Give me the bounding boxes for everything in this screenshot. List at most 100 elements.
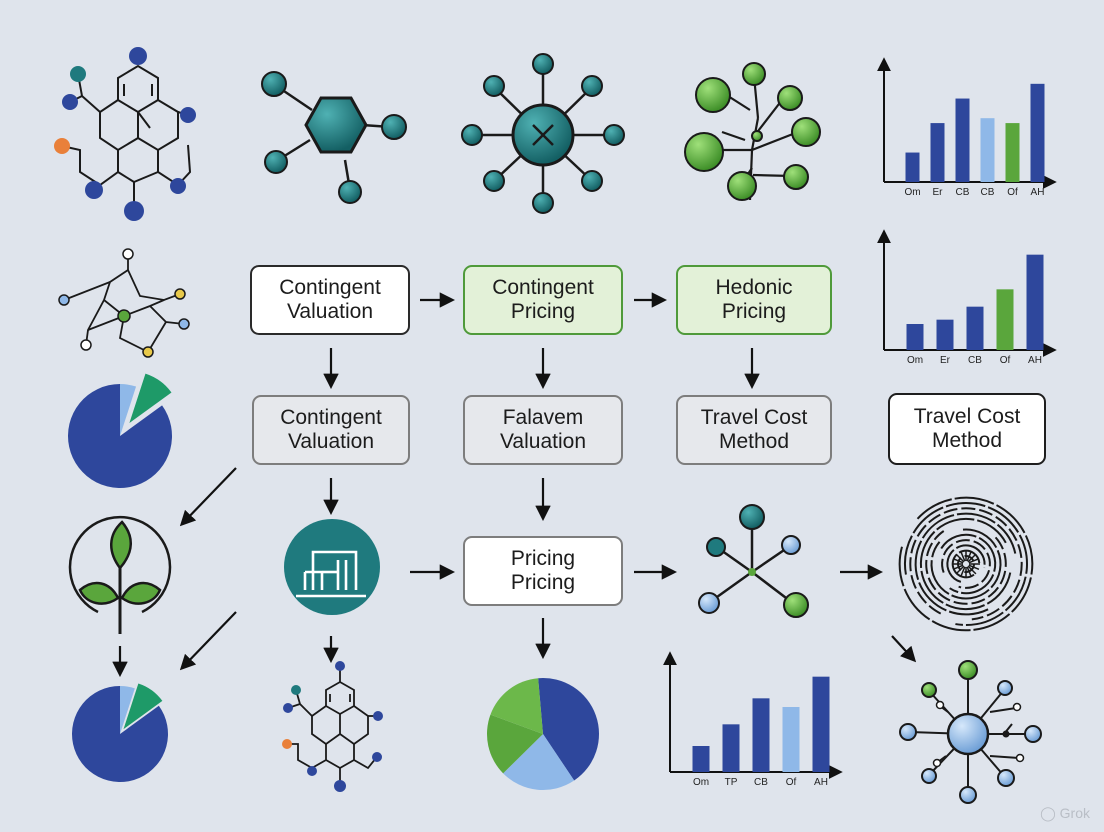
tick-label: Of xyxy=(786,777,797,788)
box-line-1: Contingent xyxy=(492,276,594,299)
bar xyxy=(812,676,830,772)
pie-slice xyxy=(120,384,137,436)
small-molecule-network-icon xyxy=(58,248,190,358)
box-line-1: Falavem xyxy=(502,406,584,429)
bar xyxy=(722,724,740,772)
bar xyxy=(996,289,1014,350)
pie-slice xyxy=(67,384,172,488)
ring xyxy=(925,530,1007,605)
hedonic-pricing-box: Hedonic Pricing xyxy=(676,265,832,335)
tick-label: Of xyxy=(1007,187,1018,198)
ring-spoke xyxy=(959,566,966,578)
pie-chart-1 xyxy=(67,373,172,488)
box-line-2: Pricing xyxy=(510,300,576,323)
box-line-2: Valuation xyxy=(499,430,586,453)
ring xyxy=(909,507,1023,621)
bar xyxy=(782,707,800,772)
box-line-1: Travel Cost xyxy=(913,405,1021,428)
ring-spoke xyxy=(959,550,966,562)
contingent-valuation-box-mid: Contingent Valuation xyxy=(252,395,410,465)
tick-label: CB xyxy=(968,355,982,366)
concentric-ring-icon xyxy=(898,496,1034,632)
box-line-2: Method xyxy=(718,430,790,453)
box-line-1: Contingent xyxy=(279,276,381,299)
green-sphere-tree-icon xyxy=(684,62,821,201)
ring-spoke xyxy=(952,564,964,571)
ring-spoke xyxy=(955,565,965,575)
box-line-1: Travel Cost xyxy=(700,406,808,429)
ring-spoke xyxy=(968,564,980,571)
bar xyxy=(955,98,970,182)
pie-slice xyxy=(503,734,575,791)
ring-spoke xyxy=(966,566,973,578)
box-line-1: Hedonic xyxy=(715,276,793,299)
plant-leaf-icon xyxy=(68,515,172,634)
bar xyxy=(936,319,954,350)
tick-label: Er xyxy=(933,187,944,198)
tick-label: CB xyxy=(754,777,768,788)
contingent-valuation-box-top: Contingent Valuation xyxy=(250,265,410,335)
bar xyxy=(692,746,710,772)
tick-label: Of xyxy=(1000,355,1011,366)
contingent-pricing-box: Contingent Pricing xyxy=(463,265,623,335)
bar xyxy=(906,324,924,350)
bar-chart-2: Om Er CB Of AH xyxy=(877,229,1057,366)
molecule-nodes xyxy=(54,47,196,221)
ring-spoke xyxy=(952,557,964,564)
bar xyxy=(966,306,984,350)
pricing-pricing-box: Pricing Pricing xyxy=(463,536,623,606)
hub-network-large-icon xyxy=(899,660,1042,804)
ring xyxy=(941,539,991,589)
bar xyxy=(930,123,945,182)
box-line-2: Pricing xyxy=(510,571,576,594)
bar xyxy=(1026,254,1044,350)
ring xyxy=(904,502,1028,626)
arrow-diag-to-pie xyxy=(179,611,237,671)
tick-label: TP xyxy=(725,777,738,788)
bar xyxy=(1005,123,1020,182)
travel-cost-method-box-1: Travel Cost Method xyxy=(676,395,832,465)
pie-slice xyxy=(120,686,135,734)
box-line-1: Contingent xyxy=(280,406,382,429)
ring xyxy=(940,533,997,595)
box-line-2: Valuation xyxy=(287,430,374,453)
box-line-2: Pricing xyxy=(721,300,787,323)
radial-hub-icon xyxy=(461,53,625,214)
travel-cost-method-box-2: Travel Cost Method xyxy=(888,393,1046,465)
bar xyxy=(1030,83,1045,182)
ring-spoke xyxy=(967,565,977,575)
bar xyxy=(752,698,770,772)
bar xyxy=(905,152,920,182)
ring xyxy=(898,496,1034,632)
box-line-1: Pricing xyxy=(510,547,576,570)
tick-label: AH xyxy=(1031,187,1045,198)
box-line-2: Valuation xyxy=(286,300,373,323)
pie-slice xyxy=(490,678,543,734)
tick-label: CB xyxy=(981,187,995,198)
pie-chart-2 xyxy=(71,683,168,782)
tick-label: Om xyxy=(693,777,709,788)
hub-network-icon xyxy=(698,504,809,618)
pie-slice xyxy=(538,677,599,781)
falavem-valuation-box: Falavem Valuation xyxy=(463,395,623,465)
pie-slice xyxy=(123,683,163,730)
box-line-2: Method xyxy=(931,429,1003,452)
bar xyxy=(980,118,995,182)
ring-spoke xyxy=(966,550,973,562)
watermark-label: ◯ Grok xyxy=(1040,805,1090,822)
molecule-network-bottom-icon xyxy=(282,661,383,792)
teal-hexagon-hub-icon xyxy=(261,71,407,204)
tick-label: Om xyxy=(904,187,920,198)
ring xyxy=(946,544,986,583)
ring-spoke xyxy=(955,553,965,563)
pie-chart-3 xyxy=(487,677,599,791)
tick-label: Er xyxy=(940,355,951,366)
arrow-diag-to-leaf xyxy=(179,467,237,527)
ring xyxy=(914,512,1017,616)
tick-label: Om xyxy=(907,355,923,366)
ring xyxy=(919,517,1012,611)
grok-logo-icon: ◯ xyxy=(1040,805,1056,821)
tick-label: AH xyxy=(1028,355,1042,366)
